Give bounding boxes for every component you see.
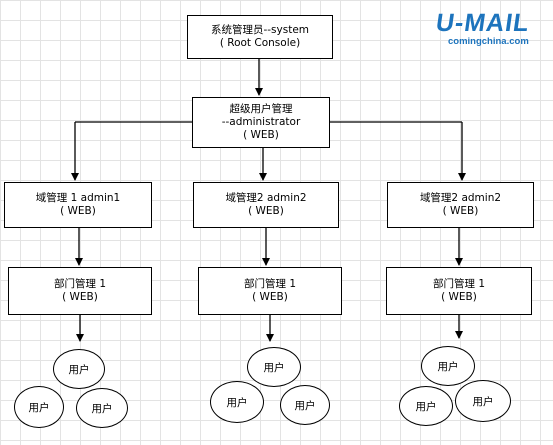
logo-site: comingchina.com bbox=[448, 36, 529, 47]
user-node: 用户 bbox=[399, 386, 453, 426]
dept-node-subtitle: ( WEB) bbox=[252, 291, 288, 303]
domain-admin-node-1: 域管理 1 admin1 ( WEB) bbox=[4, 182, 152, 228]
user-node: 用户 bbox=[14, 386, 64, 428]
domain-admin-node-3: 域管理2 admin2 ( WEB) bbox=[387, 182, 534, 228]
domain-node-title: 域管理2 admin2 bbox=[225, 192, 307, 204]
dept-node-title: 部门管理 1 bbox=[53, 278, 107, 290]
super-node-title: 超级用户管理 bbox=[229, 103, 293, 115]
domain-node-subtitle: ( WEB) bbox=[60, 205, 96, 217]
super-node-role: --administrator bbox=[221, 116, 301, 128]
department-admin-node-2: 部门管理 1 ( WEB) bbox=[198, 267, 342, 315]
umail-logo: U-MAIL comingchina.com bbox=[434, 9, 546, 47]
root-node-title: 系统管理员--system bbox=[210, 24, 310, 36]
user-node: 用户 bbox=[76, 388, 128, 428]
super-admin-node: 超级用户管理 --administrator ( WEB) bbox=[192, 97, 330, 148]
domain-node-subtitle: ( WEB) bbox=[442, 205, 479, 217]
domain-node-title: 域管理2 admin2 bbox=[419, 192, 502, 204]
domain-node-title: 域管理 1 admin1 bbox=[35, 192, 121, 204]
dept-node-title: 部门管理 1 bbox=[243, 278, 297, 290]
user-node: 用户 bbox=[247, 347, 301, 387]
user-node: 用户 bbox=[421, 346, 475, 386]
logo-wordmark: U-MAIL bbox=[434, 9, 532, 37]
dept-node-subtitle: ( WEB) bbox=[62, 291, 98, 303]
user-node: 用户 bbox=[210, 381, 264, 423]
user-node: 用户 bbox=[280, 385, 330, 425]
domain-node-subtitle: ( WEB) bbox=[248, 205, 284, 217]
root-console-node: 系统管理员--system ( Root Console) bbox=[187, 15, 333, 59]
root-node-subtitle: ( Root Console) bbox=[219, 37, 301, 49]
super-node-subtitle: ( WEB) bbox=[243, 129, 279, 141]
user-node: 用户 bbox=[53, 349, 105, 389]
dept-node-title: 部门管理 1 bbox=[432, 278, 486, 290]
user-node: 用户 bbox=[455, 380, 511, 422]
domain-admin-node-2: 域管理2 admin2 ( WEB) bbox=[193, 182, 339, 228]
department-admin-node-1: 部门管理 1 ( WEB) bbox=[8, 267, 152, 315]
department-admin-node-3: 部门管理 1 ( WEB) bbox=[386, 267, 532, 315]
dept-node-subtitle: ( WEB) bbox=[441, 291, 477, 303]
